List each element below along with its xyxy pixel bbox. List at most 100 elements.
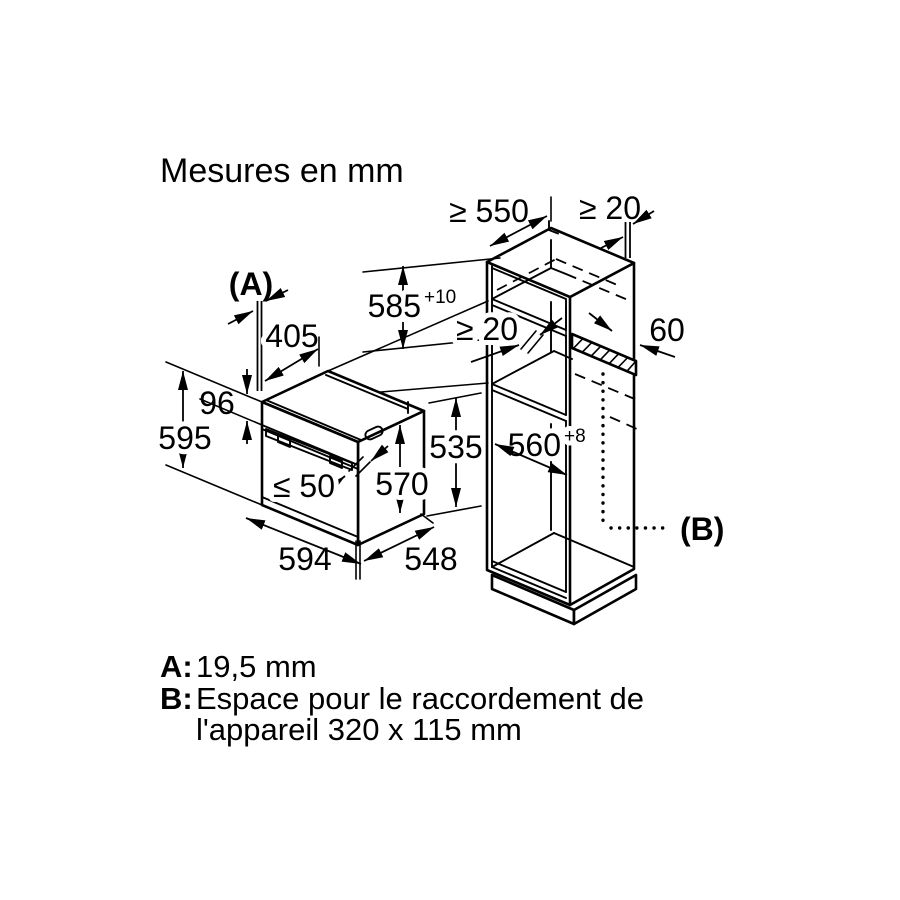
dim-96-label: 96 [199, 385, 235, 421]
dim-50-arrow-left [326, 475, 346, 493]
vent-strip [570, 332, 638, 377]
dim-548: 548 [363, 513, 458, 577]
dim-20-top-arrow-left [600, 236, 624, 250]
dim-a-arrow-right [265, 288, 289, 302]
dim-585-tolerance: +10 [424, 287, 456, 308]
dim-50: ≤ 50 [268, 444, 389, 509]
shelf2-surface [491, 350, 573, 385]
dim-550: ≥ 550 [449, 193, 552, 247]
dim-405: 405 [260, 313, 324, 382]
dim-96-ext-bottom [199, 398, 263, 426]
top-panel-underside [491, 267, 567, 300]
dim-20-shelf: ≥ 20 [451, 305, 613, 363]
dim-548-line [363, 526, 435, 562]
dim-585: 585 +10 [362, 257, 501, 353]
dim-50-arrow-right [370, 444, 389, 462]
oven-drawing [260, 300, 489, 547]
label-b-group: (B) [601, 372, 724, 547]
dim-585-ext-bottom [362, 337, 501, 353]
dim-585-ext-top [362, 257, 501, 273]
cabinet-drawing [485, 220, 638, 626]
hidden-vent-channel [609, 416, 638, 430]
shelf1-back-edge-hidden [565, 273, 629, 301]
label-b: (B) [680, 511, 724, 547]
dim-50-tick1 [348, 456, 364, 472]
projection-line-top [327, 300, 489, 372]
dim-550-label: ≥ 550 [449, 193, 529, 229]
dim-20-shelf-tick2 [527, 334, 544, 354]
dim-595: 595 [153, 361, 263, 506]
dim-560-line [494, 443, 568, 476]
shelf2-front-bottom [491, 389, 567, 422]
dim-585-label: 585 [368, 288, 421, 324]
legend-a-key: A: [160, 649, 193, 684]
cabinet-top-notch [548, 220, 559, 235]
dim-535: 535 [424, 392, 488, 517]
legend-b-value-line1: Espace pour le raccordement de [196, 681, 644, 716]
dim-60-label: 60 [649, 312, 685, 348]
dim-50-label: ≤ 50 [273, 468, 335, 504]
oven-door-handle [265, 428, 353, 471]
handle-bracket-left [277, 434, 291, 448]
hidden-top-edge-right [555, 258, 623, 288]
hidden-top-edge-left [496, 258, 557, 291]
dim-560: 560 +8 [494, 421, 591, 476]
dim-550-line [489, 215, 548, 247]
vent-strip-hatching [572, 338, 637, 372]
legend-b-key: B: [160, 681, 193, 716]
dim-595-ext-top [165, 361, 263, 403]
dim-570-label: 570 [375, 466, 428, 502]
oven-dimensions: (A) 405 96 595 [153, 266, 488, 580]
dim-60-arrow [639, 344, 676, 358]
dim-594: 594 [245, 517, 362, 580]
dim-570: 570 [370, 425, 434, 513]
dim-595-ext-bottom [165, 464, 263, 506]
cabinet-plinth-front [490, 573, 576, 626]
legend-b-value-line2: l'appareil 320 x 115 mm [196, 712, 522, 747]
hidden-shelf2-back [574, 373, 638, 401]
dim-20-shelf-arrow-right [539, 317, 563, 336]
shelf1-back-edge [550, 267, 567, 275]
dim-20-shelf-tick1 [520, 330, 537, 350]
dim-20-shelf-arrow-left [470, 344, 520, 363]
dim-535-ext-bottom [426, 505, 482, 517]
legend: A: 19,5 mm B: Espace pour le raccordemen… [160, 649, 644, 747]
floor-back-edge [553, 532, 635, 568]
dim-548-tick [420, 513, 434, 524]
floor-front-top [491, 560, 567, 593]
dim-548-label: 548 [404, 541, 457, 577]
oven-side-slot [364, 425, 384, 441]
handle-bar [265, 428, 353, 471]
diagram-title: Mesures en mm [160, 152, 404, 190]
dim-405-line [264, 348, 319, 382]
shelf2-front-top [491, 383, 567, 416]
dim-535-label: 535 [429, 429, 482, 465]
dim-560-tolerance: +8 [564, 426, 586, 447]
dim-20-top-arrow-right [632, 209, 655, 225]
dim-535-ext-top [428, 392, 482, 404]
dim-50-tick2 [355, 461, 371, 477]
dim-a-arrow-left [227, 310, 254, 325]
floor-left-edge [491, 532, 555, 568]
legend-a-value: 19,5 mm [196, 649, 317, 684]
cabinet-dimensions: ≥ 550 ≥ 20 585 +10 ≥ 20 [362, 190, 724, 547]
oven-top-seam [265, 399, 362, 441]
dim-60: 60 [639, 312, 685, 358]
dim-594-line [245, 517, 362, 565]
dim-405-label: 405 [265, 318, 318, 354]
dim-20-top: ≥ 20 [579, 190, 655, 258]
handle-bracket-right [329, 455, 343, 469]
dim-96: 96 [199, 369, 263, 444]
cabinet-plinth-side [572, 573, 638, 626]
dim-20-shelf-label: ≥ 20 [456, 311, 518, 347]
floor-front-bottom [491, 566, 567, 599]
shelf1-surface-left-edge [491, 267, 552, 300]
oven-top-rear-lip [325, 374, 409, 410]
dim-594-label: 594 [278, 541, 331, 577]
vent-strip-arrow [588, 312, 613, 332]
label-a: (A) [229, 266, 273, 302]
dim-560-label: 560 [508, 427, 561, 463]
cabinet-front-frame [485, 260, 572, 607]
